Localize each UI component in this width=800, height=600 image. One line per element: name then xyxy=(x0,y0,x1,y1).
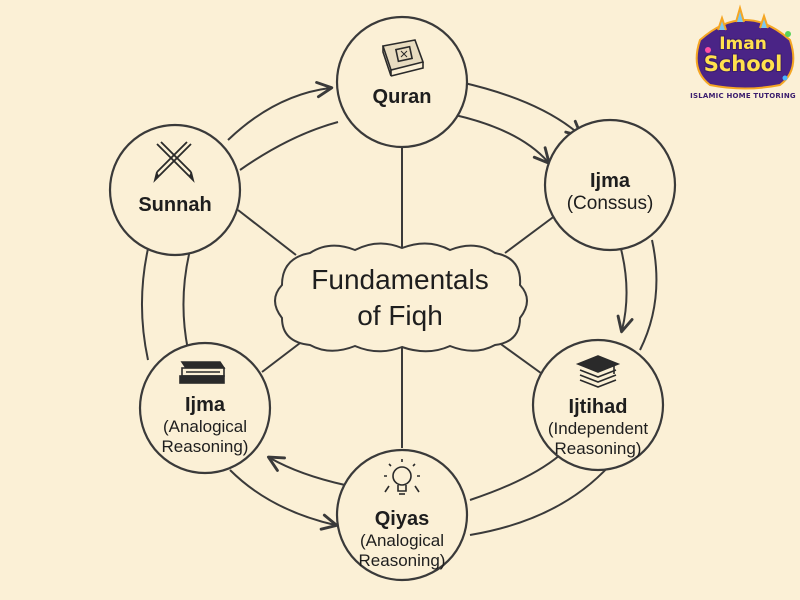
node-qiyas-subtitle2: Reasoning) xyxy=(358,550,446,570)
arrow-ijma-to-ijtihad xyxy=(616,244,634,334)
line-ijma-left-to-sunnah-outer xyxy=(141,239,151,361)
center-cloud xyxy=(274,242,528,353)
node-ijma-top: Ijma (Conssus) xyxy=(545,170,675,215)
node-quran: Quran xyxy=(337,86,467,109)
arrow-ijma-left-to-qiyas xyxy=(229,469,339,531)
books-icon xyxy=(179,361,226,384)
outer-ring xyxy=(141,81,658,536)
node-ijtihad-subtitle2: Reasoning) xyxy=(554,438,642,458)
node-ijma-top-subtitle: (Conssus) xyxy=(566,193,654,214)
graduation-cap-icon xyxy=(575,355,621,388)
node-circle-ijma-left xyxy=(138,341,272,475)
arrow-qiyas-to-ijma-left xyxy=(266,455,346,486)
node-circle-ijtihad xyxy=(531,338,665,472)
line-ijtihad-to-qiyas-inner xyxy=(469,454,561,501)
node-ijma-left: Ijma (Analogical Reasoning) xyxy=(140,394,270,456)
crossed-pens-icon xyxy=(153,141,195,183)
node-quran-title: Quran xyxy=(372,86,432,108)
spoke-ijma-left xyxy=(261,339,305,373)
node-qiyas: Qiyas (Analogical Reasoning) xyxy=(337,508,467,570)
node-circle-sunnah xyxy=(108,123,242,257)
center-title: Fundamentals of Fiqh xyxy=(290,262,510,335)
spoke-sunnah xyxy=(237,209,297,256)
iman-school-logo-graphic xyxy=(695,4,795,90)
line-ijma-left-to-sunnah-inner xyxy=(182,249,191,351)
node-sunnah-title: Sunnah xyxy=(138,194,212,216)
center-title-line2: of Fiqh xyxy=(357,300,443,332)
arrow-quran-to-ijma-inner xyxy=(454,114,551,165)
node-sunnah: Sunnah xyxy=(110,194,240,217)
spoke-ijma-top xyxy=(504,211,561,254)
center-title-line1: Fundamentals xyxy=(311,264,489,295)
spokes xyxy=(237,148,561,448)
arrow-quran-to-ijma xyxy=(459,81,583,138)
logo-word-school: School xyxy=(703,52,783,76)
node-ijma-left-subtitle2: Reasoning) xyxy=(161,436,249,456)
iman-school-logo: Iman School ISLAMIC HOME TUTORING xyxy=(690,4,796,104)
line-sunnah-to-quran-inner xyxy=(239,121,339,171)
node-ijtihad: Ijtihad (Independent Reasoning) xyxy=(533,396,663,458)
logo-tagline: ISLAMIC HOME TUTORING xyxy=(690,92,796,100)
node-circle-qiyas xyxy=(335,448,469,582)
node-circle-ijma-top xyxy=(543,118,677,252)
line-ijma-to-ijtihad-outer xyxy=(639,239,658,351)
node-qiyas-subtitle1: (Analogical xyxy=(359,531,445,550)
node-ijma-top-title: Ijma xyxy=(589,170,631,192)
node-circle-quran xyxy=(335,15,469,149)
arrow-sunnah-to-quran xyxy=(227,81,334,141)
lightbulb-icon xyxy=(384,459,420,495)
spoke-ijtihad xyxy=(497,341,546,377)
logo-word-iman: Iman xyxy=(719,34,767,54)
node-ijtihad-subtitle1: (Independent xyxy=(547,419,649,438)
node-ijma-left-title: Ijma xyxy=(184,394,226,416)
node-ijtihad-title: Ijtihad xyxy=(568,396,628,418)
node-ijma-left-subtitle1: (Analogical xyxy=(162,417,248,436)
node-qiyas-title: Qiyas xyxy=(374,508,430,530)
book-icon xyxy=(381,39,425,77)
line-ijtihad-to-qiyas-outer xyxy=(469,464,611,536)
